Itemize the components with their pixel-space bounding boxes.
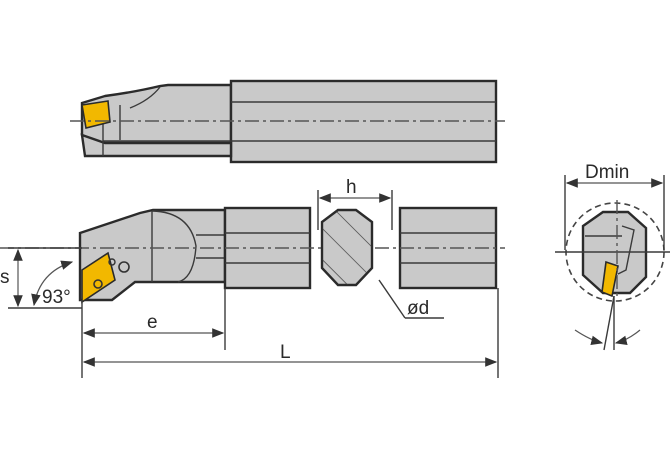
od-label: ød: [407, 298, 429, 319]
dimensions: s 93° e L: [0, 247, 499, 378]
end-view-insert: [601, 260, 619, 298]
dmin-label: Dmin: [585, 162, 629, 183]
h-label: h: [346, 177, 357, 198]
side-view-insert: [81, 251, 116, 304]
L-label: L: [280, 342, 291, 363]
angle-label: 93°: [42, 287, 71, 308]
top-view-head-lower: [80, 133, 233, 158]
side-view: [0, 206, 505, 304]
top-view: [70, 79, 505, 164]
s-label: s: [0, 267, 10, 288]
e-label: e: [147, 312, 158, 333]
end-view: Dmin: [555, 162, 670, 351]
cross-section: h ød: [317, 177, 444, 319]
